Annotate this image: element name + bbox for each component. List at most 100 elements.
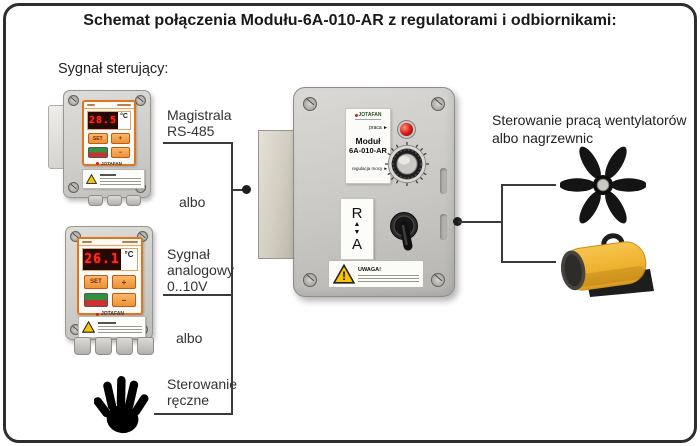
brand-logo-icon bbox=[354, 113, 358, 117]
knob-label: regulacja mocy bbox=[352, 166, 383, 171]
controller1-display: 28.5 °C bbox=[87, 111, 131, 130]
module-warning-sticker: ! UWAGA! bbox=[328, 260, 424, 288]
controller1-cable-glands bbox=[88, 195, 141, 206]
output-caption: Sterowanie pracą wentylatorów albo nagrz… bbox=[492, 112, 687, 147]
led-label: praca bbox=[369, 125, 382, 131]
connector-rs485-line bbox=[163, 142, 233, 144]
cable-gland-icon bbox=[107, 195, 122, 206]
cable-gland-icon bbox=[95, 337, 112, 355]
controller1-unit-label: °C bbox=[120, 113, 128, 120]
brand-text: JOTAFAN bbox=[101, 311, 124, 317]
module-name-line2: 6A-010-AR bbox=[349, 146, 387, 155]
mode-a-label: A bbox=[351, 236, 362, 253]
controller2-brand: JOTAFAN bbox=[79, 311, 141, 317]
heater-icon bbox=[560, 233, 654, 297]
toggle-switch bbox=[390, 212, 418, 251]
output-caption-line1: Sterowanie pracą wentylatorów bbox=[492, 112, 687, 128]
knob-label-row: regulacja mocy ► bbox=[346, 166, 390, 171]
label-analog-line3: 0..10V bbox=[167, 278, 208, 294]
connector-node-dot bbox=[242, 185, 251, 194]
label-manual-line2: ręczne bbox=[167, 392, 210, 408]
connector-output-line bbox=[458, 221, 503, 223]
label-manual: Sterowanie ręczne bbox=[167, 376, 237, 408]
label-manual-line1: Sterowanie bbox=[167, 376, 238, 392]
controller2-cable-glands bbox=[74, 337, 154, 355]
mode-label: R ▲ ▼ A bbox=[340, 198, 374, 260]
plus-button: + bbox=[112, 275, 136, 289]
module-brand: JOTAFAN bbox=[346, 112, 390, 118]
set-button: SET bbox=[84, 275, 108, 289]
cable-gland-icon bbox=[137, 337, 154, 355]
controller2-unit-label: °C bbox=[124, 250, 134, 259]
power-knob bbox=[384, 141, 430, 187]
connector-fan-line bbox=[503, 184, 556, 186]
power-led-icon bbox=[400, 123, 413, 136]
connector-analog-line bbox=[163, 294, 231, 296]
screw-icon bbox=[303, 97, 317, 111]
sticker-fine-print bbox=[98, 321, 142, 333]
set-button: SET bbox=[88, 133, 108, 144]
brand-text: JOTAFAN bbox=[358, 112, 382, 118]
start-stop-button bbox=[84, 293, 108, 307]
label-or-1: albo bbox=[179, 194, 206, 210]
warning-triangle-icon bbox=[86, 174, 97, 184]
plus-button: + bbox=[110, 133, 130, 144]
hand-icon bbox=[94, 376, 149, 434]
controller1-temperature-readout: 28.5 bbox=[88, 112, 118, 129]
connector-trunk-line bbox=[231, 142, 233, 415]
arrow-up-icon: ▲ bbox=[353, 221, 361, 228]
cable-gland-icon bbox=[116, 337, 133, 355]
vent-slot bbox=[440, 214, 447, 240]
output-caption-line2: albo nagrzewnic bbox=[492, 129, 594, 146]
brand-logo-icon bbox=[96, 312, 100, 316]
cable-gland-icon bbox=[74, 337, 91, 355]
connector-to-module-line bbox=[233, 189, 246, 191]
screw-icon bbox=[68, 95, 79, 106]
warning-title: UWAGA! bbox=[358, 266, 381, 273]
minus-button: − bbox=[110, 147, 130, 158]
sticker-fine-print bbox=[100, 173, 141, 185]
connector-manual-line bbox=[154, 413, 232, 415]
label-rs485-line1: Magistrala bbox=[167, 107, 232, 123]
warning-triangle-icon: ! bbox=[333, 264, 355, 284]
controller1-buttons: SET + − bbox=[88, 133, 130, 158]
controller1-warning-sticker bbox=[82, 169, 145, 189]
controller2-front-panel: 26.1 °C SET + − JOTAFAN bbox=[77, 237, 143, 317]
fan-icon bbox=[560, 146, 646, 224]
screw-icon bbox=[431, 273, 445, 287]
warning-triangle-icon bbox=[82, 321, 95, 333]
diagram-border bbox=[3, 3, 697, 443]
brand-subline bbox=[354, 119, 382, 120]
brand-text: JOTAFAN bbox=[101, 161, 122, 166]
controller2-warning-sticker bbox=[78, 316, 146, 338]
cable-gland-icon bbox=[88, 195, 103, 206]
screw-icon bbox=[303, 273, 317, 287]
controller2-panel-header bbox=[79, 239, 141, 246]
arrow-right-icon: ► bbox=[383, 125, 388, 131]
cable-gland-icon bbox=[126, 195, 141, 206]
label-rs485-line2: RS-485 bbox=[167, 123, 215, 139]
connector-node-dot bbox=[453, 217, 462, 226]
signal-heading: Sygnał sterujący: bbox=[58, 61, 169, 77]
screw-icon bbox=[135, 95, 146, 106]
controller1-brand: JOTAFAN bbox=[84, 161, 134, 166]
connector-output-branch bbox=[501, 184, 503, 263]
controller1-front-panel: 28.5 °C SET + − JOTAFAN bbox=[82, 100, 136, 166]
connector-heater-line bbox=[503, 261, 556, 263]
vent-slot bbox=[440, 168, 447, 194]
controller2-buttons: SET + − bbox=[84, 275, 136, 307]
controller2-temperature-readout: 26.1 bbox=[83, 249, 121, 270]
warning-exclamation: ! bbox=[342, 269, 346, 283]
led-label-row: praca ► bbox=[346, 125, 390, 131]
label-analog-line1: Sygnał bbox=[167, 246, 210, 262]
label-rs485: Magistrala RS-485 bbox=[167, 107, 232, 139]
arrow-right-icon: ► bbox=[383, 166, 388, 171]
arrow-down-icon: ▼ bbox=[353, 229, 361, 236]
brand-logo-icon bbox=[96, 162, 100, 165]
screw-icon bbox=[431, 97, 445, 111]
module-label: JOTAFAN praca ► Moduł 6A-010-AR regulacj… bbox=[345, 108, 391, 184]
screw-icon bbox=[68, 182, 79, 193]
mode-r-label: R bbox=[351, 205, 363, 222]
start-stop-button bbox=[88, 147, 108, 158]
